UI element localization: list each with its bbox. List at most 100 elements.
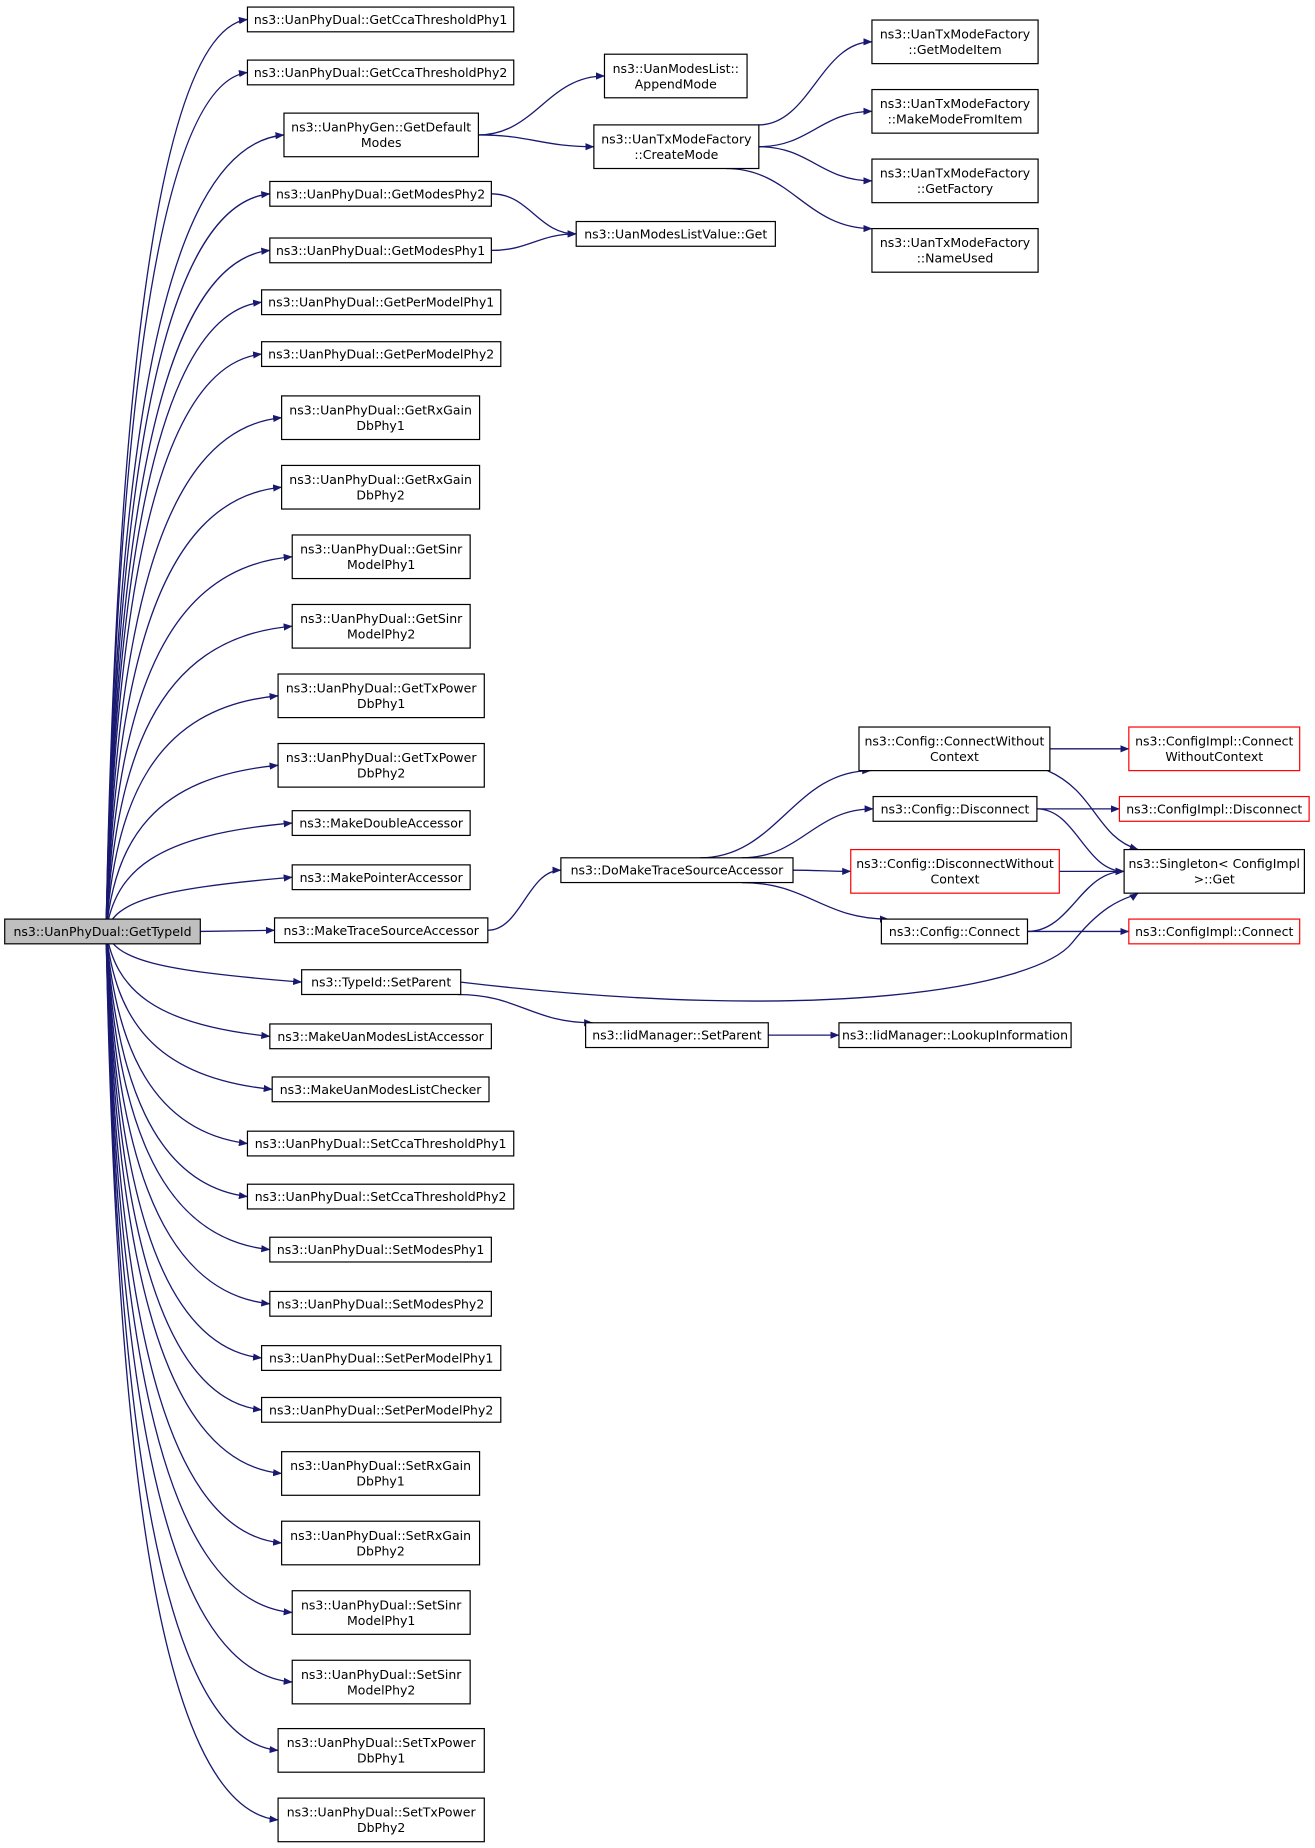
node-setper2[interactable]: ns3::UanPhyDual::SetPerModelPhy2 — [260, 1396, 502, 1423]
edge-root-to-n_setsinr2 — [105, 931, 293, 1685]
node-label: ns3::UanTxModeFactory — [880, 166, 1031, 181]
node-makemodefromitem[interactable]: ns3::UanTxModeFactory::MakeModeFromItem — [871, 88, 1039, 134]
edge-n_typeidsetparent-to-n_singletonget — [460, 892, 1139, 1002]
node-label: Context — [930, 749, 979, 764]
node-label: ns3::IidManager::SetParent — [592, 1028, 762, 1043]
edge-n_createmode-to-n_getfactory — [758, 146, 873, 185]
node-getmodeitem[interactable]: ns3::UanTxModeFactory::GetModeItem — [871, 19, 1039, 65]
node-box — [871, 227, 1039, 273]
node-label: ns3::UanPhyDual::GetRxGain — [289, 472, 472, 487]
node-makeuanacc[interactable]: ns3::MakeUanModesListAccessor — [269, 1023, 492, 1050]
node-maketrace[interactable]: ns3::MakeTraceSourceAccessor — [273, 917, 489, 944]
node-label: ModelPhy2 — [347, 627, 415, 642]
node-singletonget[interactable]: ns3::Singleton< ConfigImpl >::Get — [1123, 848, 1305, 894]
node-box — [291, 603, 471, 649]
edge-n_domaketrace-to-n_disconnect — [741, 805, 874, 859]
node-getmodes1[interactable]: ns3::UanPhyDual::GetModesPhy1 — [269, 237, 492, 264]
node-label: WithoutContext — [1165, 749, 1263, 764]
edge-root-to-n_setper1 — [105, 931, 263, 1361]
node-box — [872, 795, 1038, 822]
node-label: ::MakeModeFromItem — [888, 112, 1023, 127]
node-root[interactable]: ns3::UanPhyDual::GetTypeId — [4, 918, 201, 945]
node-getper1[interactable]: ns3::UanPhyDual::GetPerModelPhy1 — [260, 289, 502, 316]
node-label: DbPhy1 — [357, 696, 405, 711]
node-impldisconnect[interactable]: ns3::ConfigImpl::Disconnect — [1118, 795, 1310, 822]
edge-root-to-n_settxpower2 — [105, 931, 279, 1823]
node-label: ns3::MakePointerAccessor — [300, 870, 464, 885]
node-label: ns3::UanPhyDual::GetPerModelPhy2 — [268, 347, 494, 362]
edge-root-to-n_setcca1 — [105, 931, 248, 1147]
node-box — [1123, 848, 1305, 894]
node-implconnect[interactable]: ns3::ConfigImpl::Connect — [1128, 918, 1301, 945]
node-connect[interactable]: ns3::Config::Connect — [880, 918, 1029, 945]
node-nameused[interactable]: ns3::UanTxModeFactory::NameUsed — [871, 227, 1039, 273]
node-box — [871, 158, 1039, 204]
node-disconnect[interactable]: ns3::Config::Disconnect — [872, 795, 1038, 822]
node-makedouble[interactable]: ns3::MakeDoubleAccessor — [291, 810, 471, 837]
node-label: ModelPhy2 — [347, 1682, 415, 1697]
node-box — [260, 1345, 502, 1371]
edge-n_domaketrace-to-n_connectwithout — [700, 767, 872, 859]
node-getcca1[interactable]: ns3::UanPhyDual::GetCcaThresholdPhy1 — [246, 6, 515, 33]
node-box — [271, 1076, 490, 1103]
node-box — [850, 848, 1060, 894]
node-setper1[interactable]: ns3::UanPhyDual::SetPerModelPhy1 — [260, 1345, 502, 1371]
node-label: ModelPhy1 — [347, 1613, 415, 1628]
node-label: ns3::Config::ConnectWithout — [864, 734, 1044, 749]
node-getcca2[interactable]: ns3::UanPhyDual::GetCcaThresholdPhy2 — [246, 59, 515, 86]
node-getper2[interactable]: ns3::UanPhyDual::GetPerModelPhy2 — [260, 341, 502, 368]
node-label: ns3::Singleton< ConfigImpl — [1128, 856, 1300, 871]
node-box — [281, 395, 481, 441]
node-setcca1[interactable]: ns3::UanPhyDual::SetCcaThresholdPhy1 — [246, 1130, 515, 1157]
node-box — [1128, 726, 1301, 772]
node-appendmode[interactable]: ns3::UanModesList::AppendMode — [603, 53, 748, 99]
node-setmodes2[interactable]: ns3::UanPhyDual::SetModesPhy2 — [269, 1290, 492, 1317]
edge-root-to-n_getper1 — [105, 299, 263, 932]
node-typeidsetparent[interactable]: ns3::TypeId::SetParent — [301, 969, 462, 996]
node-label: ns3::UanPhyDual::GetPerModelPhy1 — [268, 295, 494, 310]
node-label: ns3::UanTxModeFactory — [880, 96, 1031, 111]
node-iidsetparent[interactable]: ns3::IidManager::SetParent — [585, 1022, 769, 1049]
node-makepointer[interactable]: ns3::MakePointerAccessor — [291, 864, 471, 891]
edge-n_createmode-to-n_getmodeitem — [758, 38, 873, 126]
node-setmodes1[interactable]: ns3::UanPhyDual::SetModesPhy1 — [269, 1236, 492, 1263]
edge-root-to-n_gettxpower2 — [105, 762, 279, 932]
node-box — [858, 726, 1051, 772]
node-label: ns3::UanTxModeFactory — [880, 27, 1031, 42]
node-box — [269, 1023, 492, 1050]
node-label: ns3::UanPhyDual::GetRxGain — [289, 402, 472, 417]
node-label: ns3::MakeTraceSourceAccessor — [283, 923, 479, 938]
node-getfactory[interactable]: ns3::UanTxModeFactory::GetFactory — [871, 158, 1039, 204]
node-label: ns3::UanPhyDual::GetCcaThresholdPhy1 — [254, 12, 507, 27]
node-box — [277, 673, 485, 719]
node-label: ns3::IidManager::LookupInformation — [842, 1028, 1068, 1043]
node-createmode[interactable]: ns3::UanTxModeFactory::CreateMode — [593, 124, 760, 170]
node-label: DbPhy1 — [356, 1474, 404, 1489]
node-label: ns3::UanPhyDual::SetModesPhy1 — [277, 1242, 484, 1257]
node-lookupinfo[interactable]: ns3::IidManager::LookupInformation — [838, 1022, 1072, 1049]
edge-n_getmodes2-to-n_modeslistget — [491, 193, 577, 238]
node-modeslistget[interactable]: ns3::UanModesListValue::Get — [575, 220, 776, 247]
edge-root-to-n_getmodes2 — [105, 191, 271, 932]
node-setcca2[interactable]: ns3::UanPhyDual::SetCcaThresholdPhy2 — [246, 1183, 515, 1210]
node-makeuanchk[interactable]: ns3::MakeUanModesListChecker — [271, 1076, 490, 1103]
node-label: DbPhy1 — [357, 1751, 405, 1766]
node-getmodes2[interactable]: ns3::UanPhyDual::GetModesPhy2 — [269, 180, 492, 207]
node-domaketrace[interactable]: ns3::DoMakeTraceSourceAccessor — [560, 857, 794, 884]
